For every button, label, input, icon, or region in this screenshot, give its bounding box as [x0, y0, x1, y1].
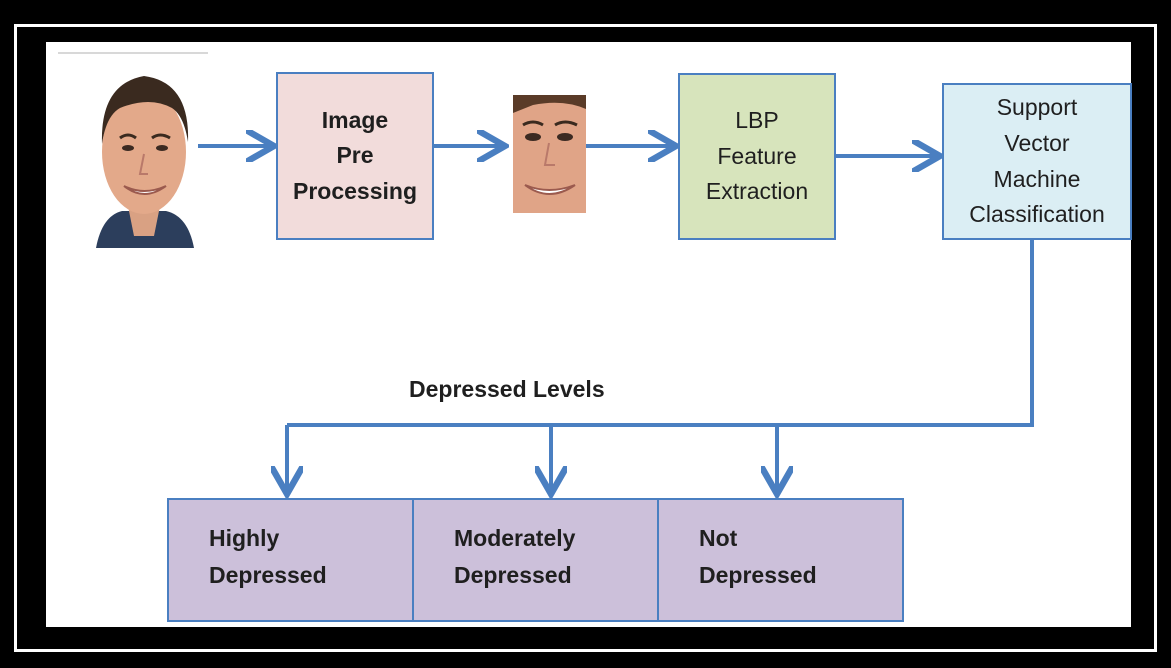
depressed-levels-title: Depressed Levels	[409, 376, 605, 402]
lbp-feature-extraction-label: LBP Feature Extraction	[705, 107, 809, 205]
level-moderately-depressed: Moderately Depressed	[412, 498, 659, 622]
lbp-feature-extraction-box: LBP Feature Extraction	[678, 73, 836, 240]
input-face-photo-icon	[92, 56, 196, 248]
level-not-depressed: Not Depressed	[657, 498, 904, 622]
svm-to-levels-line	[287, 240, 1034, 427]
image-preprocessing-box: Image Pre Processing	[276, 72, 434, 240]
diagram-canvas: Image Pre Processing LBP Feature Extract…	[46, 42, 1132, 627]
image-preprocessing-label: Image Pre Processing	[293, 106, 417, 204]
svm-classification-label: Support Vector Machine Classification	[969, 94, 1105, 228]
svm-classification-box: Support Vector Machine Classification	[942, 83, 1132, 240]
level-highly-depressed: Highly Depressed	[167, 498, 414, 622]
photo-top-edge	[58, 52, 208, 54]
outer-frame	[14, 24, 1157, 652]
connector-lines	[198, 42, 1034, 627]
cropped-face-photo-icon	[513, 95, 586, 213]
